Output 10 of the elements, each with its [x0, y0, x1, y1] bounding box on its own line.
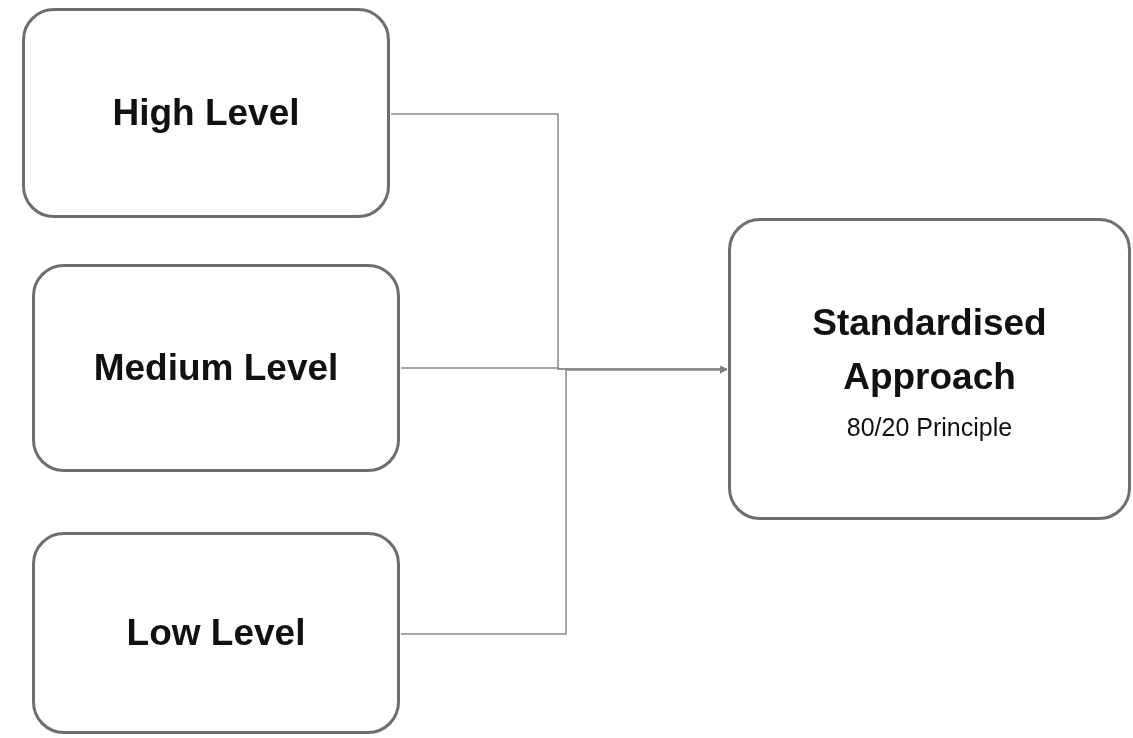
- box-title: Standardised Approach: [811, 300, 1048, 399]
- rounded-box: [32, 532, 400, 734]
- connector-arrow: [400, 365, 728, 373]
- rounded-box: [728, 218, 1131, 520]
- rounded-box: [32, 264, 400, 472]
- box-title: Medium Level: [92, 346, 340, 391]
- rounded-box: [22, 8, 390, 218]
- box-title: High Level: [111, 91, 301, 136]
- box-title: Low Level: [125, 611, 307, 656]
- box-subtitle: 80/20 Principle: [846, 413, 1013, 443]
